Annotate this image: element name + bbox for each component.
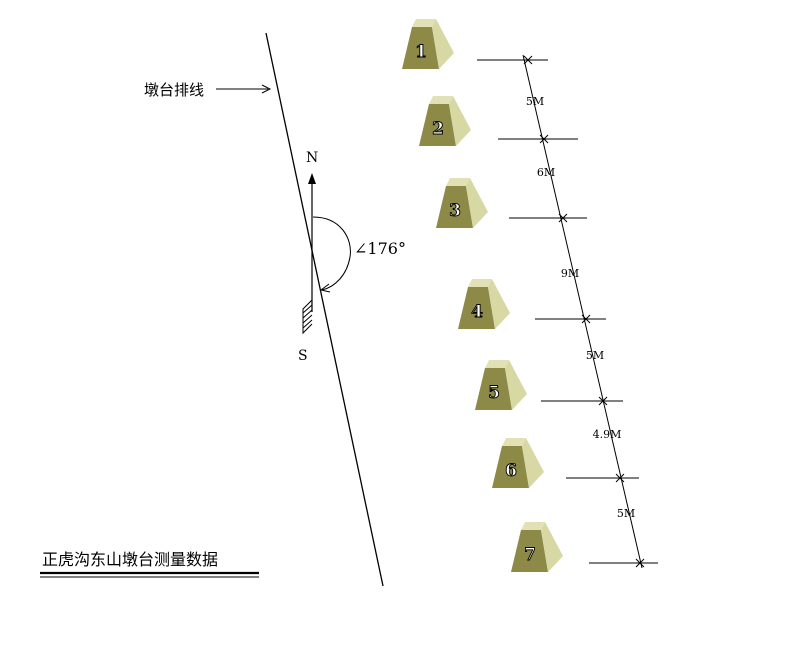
towers-group: 1 2 3 4 5 6 7 [402, 19, 563, 572]
tower-top-face [502, 438, 526, 446]
tower-side-face [466, 178, 488, 228]
tower-number: 5 [488, 383, 500, 403]
distance-label-4: 5M [586, 349, 604, 362]
tower-side-face [522, 438, 544, 488]
tower-top-face [412, 19, 436, 27]
distance-label-6: 5M [617, 507, 635, 520]
distance-label-5: 4.9M [593, 428, 622, 441]
tower-number: 2 [432, 119, 444, 139]
north-label: N [306, 150, 318, 166]
angle-arc [312, 216, 351, 291]
tower-alignment-line [265, 32, 384, 587]
distance-label-1: 5M [526, 95, 544, 108]
station-tick-1-b [523, 55, 533, 65]
tower-number: 4 [471, 302, 483, 322]
tower-top-face [521, 522, 545, 530]
tower-front-face [492, 446, 529, 488]
tower-front-face [402, 27, 439, 69]
tower-5: 5 [475, 360, 527, 410]
station-tick-4-b [581, 314, 591, 324]
station-tick-7-b [635, 558, 645, 568]
tower-side-face [541, 522, 563, 572]
distance-label-3: 9M [561, 267, 579, 280]
tower-number: 1 [415, 42, 427, 62]
tower-top-face [429, 96, 453, 104]
station-tick-3-b [558, 213, 568, 223]
south-feather [302, 299, 313, 335]
measurement-line [522, 54, 643, 569]
tower-side-face [505, 360, 527, 410]
tower-number: 7 [524, 545, 536, 565]
angle-label: ∠176° [354, 239, 406, 258]
tower-front-face [458, 287, 495, 329]
tower-6: 6 [492, 438, 544, 488]
tower-4: 4 [458, 279, 510, 329]
tower-front-face [475, 368, 512, 410]
tower-2: 2 [419, 96, 471, 146]
station-tick-5-b [598, 396, 608, 406]
south-label: S [298, 348, 308, 364]
tower-front-face [436, 186, 473, 228]
tower-front-face [511, 530, 548, 572]
tower-top-face [468, 279, 492, 287]
alignment-line-label: 墩台排线 [144, 81, 204, 99]
north-arrowhead [308, 173, 316, 184]
label-pointer-arrowhead [261, 84, 272, 94]
angle-arc-arrowhead [319, 283, 331, 293]
tower-top-face [446, 178, 470, 186]
measurement-group: 5M 6M 9M 5M 4.9M 5M [477, 54, 658, 569]
station-tick-2-b [539, 134, 549, 144]
tower-side-face [449, 96, 471, 146]
tower-1: 1 [402, 19, 454, 69]
tower-side-face [488, 279, 510, 329]
tower-7: 7 [511, 522, 563, 572]
tower-number: 6 [505, 461, 517, 481]
distance-label-2: 6M [537, 166, 555, 179]
diagram-title: 正虎沟东山墩台测量数据 [42, 550, 218, 569]
tower-number: 3 [449, 201, 461, 221]
tower-side-face [432, 19, 454, 69]
compass: N S ∠176° [298, 150, 406, 364]
station-tick-6-b [615, 473, 625, 483]
tower-front-face [419, 104, 456, 146]
tower-top-face [485, 360, 509, 368]
tower-3: 3 [436, 178, 488, 228]
